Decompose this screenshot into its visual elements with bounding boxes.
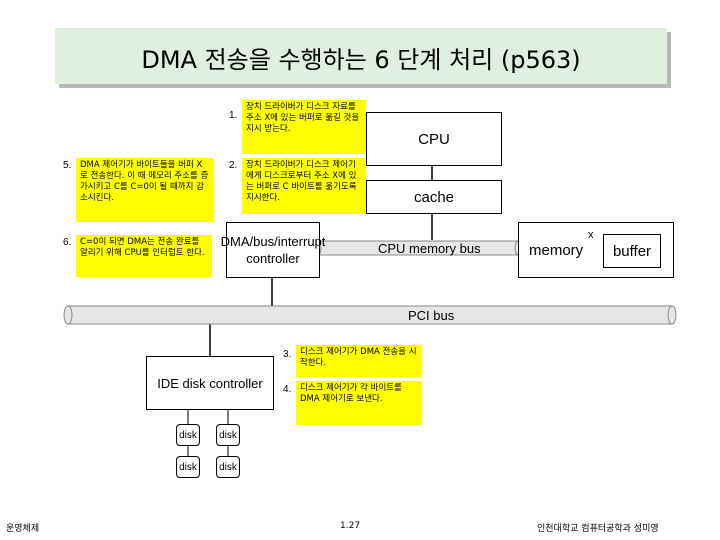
step-4-note: 디스크 제어기가 각 바이트를 DMA 제어기로 보낸다. <box>296 381 422 425</box>
disk-2: disk <box>216 424 240 446</box>
cpu-memory-bus-label: CPU memory bus <box>378 241 481 256</box>
cache-box: cache <box>366 180 502 214</box>
footer-page-number: 1.27 <box>340 521 361 531</box>
footer-author: 인천대학교 컴퓨터공학과 성미영 <box>537 524 659 534</box>
pci-bus <box>67 305 673 325</box>
disk-1: disk <box>176 424 200 446</box>
memory-label: memory <box>529 241 584 259</box>
footer-course: 운영체제 <box>6 524 40 534</box>
step-3-note: 디스크 제어기가 DMA 전송을 시작한다. <box>296 345 422 377</box>
dma-controller-line2: controller <box>246 251 300 266</box>
cpu-box: CPU <box>366 112 502 166</box>
step-5-note: DMA 제어기가 바이트들을 버퍼 X로 전송한다. 이 때 메모리 주소를 증… <box>76 158 214 222</box>
pci-bus-label: PCI bus <box>408 308 455 323</box>
dma-controller-line1: DMA/bus/interrupt <box>220 234 326 249</box>
disk-4: disk <box>216 456 240 478</box>
dma-controller-box: DMA/bus/interrupt controller <box>221 222 325 278</box>
step-2-number: 2. <box>229 160 238 171</box>
step-6-number: 6. <box>63 237 72 248</box>
step-4-number: 4. <box>283 384 292 395</box>
step-1-number: 1. <box>229 110 238 121</box>
step-2-note: 장치 드라이버가 디스크 제어기에게 디스크로부터 주소 X에 있는 버퍼로 C… <box>242 158 366 214</box>
title-banner: DMA 전송을 수행하는 6 단계 처리 (p563) <box>55 28 667 84</box>
slide-title: DMA 전송을 수행하는 6 단계 처리 (p563) <box>141 46 581 74</box>
step-5-number: 5. <box>63 160 72 171</box>
step-3-number: 3. <box>283 349 292 360</box>
ide-disk-controller-box: IDE disk controller <box>146 356 274 410</box>
buffer-address-x: x <box>588 229 594 241</box>
memory-box: memory x buffer <box>518 222 674 278</box>
step-6-note: C=0이 되면 DMA는 전송 완료를 알리기 위해 CPU를 인터럽트 한다. <box>76 235 212 277</box>
buffer-box: buffer <box>603 234 661 268</box>
disk-3: disk <box>176 456 200 478</box>
step-1-note: 장치 드라이버가 디스크 자료를 주소 X에 있는 버퍼로 옮길 것을 지시 받… <box>242 100 366 154</box>
